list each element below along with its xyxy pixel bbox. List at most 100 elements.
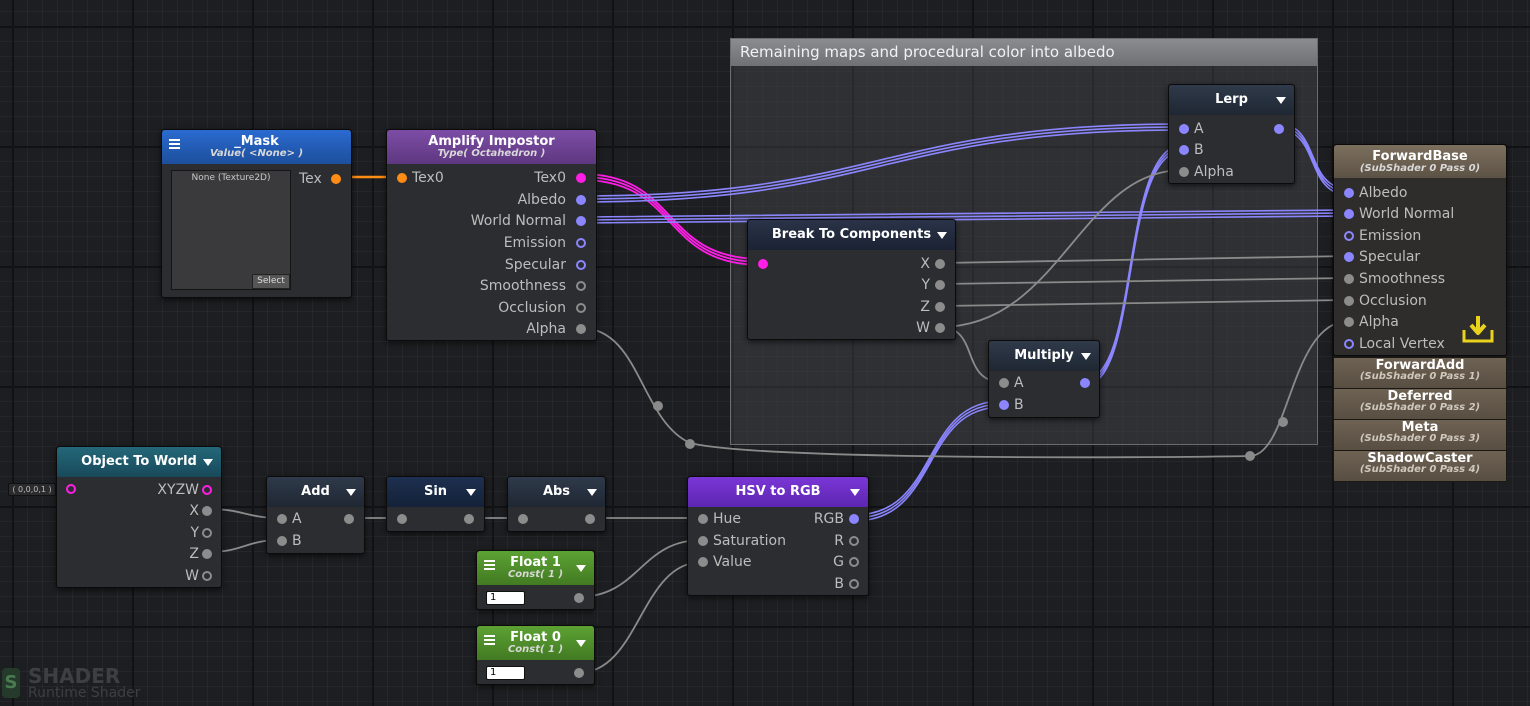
- float0-value-field[interactable]: 1: [486, 666, 525, 680]
- add-node[interactable]: Add A B: [266, 476, 365, 554]
- output-port-z[interactable]: Z: [189, 546, 199, 562]
- add-node-header[interactable]: Add: [267, 477, 364, 507]
- port-dot[interactable]: [935, 259, 945, 269]
- port-dot[interactable]: [576, 303, 586, 313]
- menu-icon[interactable]: [484, 635, 495, 647]
- output-port-r[interactable]: R: [834, 533, 844, 549]
- port-dot[interactable]: [202, 528, 212, 538]
- chevron-down-icon[interactable]: [937, 232, 947, 239]
- port-dot[interactable]: [849, 536, 859, 546]
- input-port-alpha[interactable]: Alpha: [1179, 164, 1234, 180]
- chevron-down-icon[interactable]: [576, 640, 586, 647]
- float0-node[interactable]: Float 0 Const( 1 ) 1: [476, 625, 595, 685]
- output-port-smoothness[interactable]: Smoothness: [480, 278, 566, 294]
- input-port-smoothness[interactable]: Smoothness: [1344, 271, 1445, 287]
- break-to-components-node[interactable]: Break To Components X Y Z W: [747, 219, 956, 340]
- input-port-dot[interactable]: [518, 514, 528, 524]
- port-dot[interactable]: [1344, 274, 1354, 284]
- port-dot[interactable]: [1344, 317, 1354, 327]
- forwardbase-master-node[interactable]: ForwardBase (SubShader 0 Pass 0) Albedo …: [1333, 144, 1507, 356]
- output-port-world-normal[interactable]: World Normal: [471, 213, 566, 229]
- port-dot[interactable]: [576, 216, 586, 226]
- output-port-occlusion[interactable]: Occlusion: [498, 300, 566, 316]
- hsv-node-header[interactable]: HSV to RGB: [688, 477, 868, 507]
- input-port-hue[interactable]: Hue: [698, 511, 741, 527]
- output-port-specular[interactable]: Specular: [505, 257, 566, 273]
- float1-value-field[interactable]: 1: [486, 591, 525, 605]
- port-dot[interactable]: [935, 323, 945, 333]
- input-port-emission[interactable]: Emission: [1344, 228, 1421, 244]
- port-dot[interactable]: [576, 173, 586, 183]
- output-port-dot[interactable]: [344, 514, 354, 524]
- port-dot[interactable]: [202, 571, 212, 581]
- port-dot[interactable]: [397, 173, 407, 183]
- chevron-down-icon[interactable]: [203, 459, 213, 466]
- input-port-local-vertex[interactable]: Local Vertex: [1344, 336, 1445, 352]
- pass-shadowcaster[interactable]: ShadowCaster (SubShader 0 Pass 4): [1333, 450, 1507, 482]
- port-dot[interactable]: [576, 238, 586, 248]
- port-dot[interactable]: [935, 280, 945, 290]
- abs-node[interactable]: Abs: [507, 476, 606, 532]
- input-port-b[interactable]: B: [999, 397, 1024, 413]
- port-dot[interactable]: [849, 557, 859, 567]
- output-port-y[interactable]: Y: [190, 525, 199, 541]
- amplify-impostor-node[interactable]: Amplify Impostor Type( Octahedron ) Tex0…: [386, 129, 597, 341]
- chevron-down-icon[interactable]: [850, 489, 860, 496]
- multiply-node[interactable]: Multiply A B: [988, 340, 1100, 418]
- chevron-down-icon[interactable]: [587, 489, 597, 496]
- input-port-a[interactable]: A: [1179, 121, 1204, 137]
- output-port-dot[interactable]: [1274, 124, 1284, 134]
- menu-icon[interactable]: [484, 560, 495, 572]
- mask-node[interactable]: _Mask Value( <None> ) None (Texture2D) S…: [161, 129, 352, 298]
- port-dot[interactable]: [1344, 339, 1354, 349]
- output-port-rgb[interactable]: RGB: [814, 511, 844, 527]
- group-title[interactable]: Remaining maps and procedural color into…: [731, 39, 1317, 66]
- port-dot[interactable]: [999, 400, 1009, 410]
- port-dot[interactable]: [202, 506, 212, 516]
- port-dot[interactable]: [277, 536, 287, 546]
- port-dot[interactable]: [999, 378, 1009, 388]
- float1-node-header[interactable]: Float 1 Const( 1 ): [477, 551, 594, 585]
- hsv-to-rgb-node[interactable]: HSV to RGB Hue Saturation Value RGB R G …: [687, 476, 869, 596]
- sin-node[interactable]: Sin: [386, 476, 485, 532]
- menu-icon[interactable]: [169, 139, 180, 151]
- port-dot[interactable]: [1344, 252, 1354, 262]
- port-dot[interactable]: [277, 514, 287, 524]
- output-port-dot[interactable]: [574, 593, 584, 603]
- output-port-dot[interactable]: [464, 514, 474, 524]
- impostor-node-header[interactable]: Amplify Impostor Type( Octahedron ): [387, 130, 596, 164]
- port-dot[interactable]: [1344, 188, 1354, 198]
- output-port-w[interactable]: W: [185, 568, 199, 584]
- download-icon[interactable]: [1461, 314, 1495, 344]
- output-port-z[interactable]: Z: [920, 299, 930, 315]
- input-port-world-normal[interactable]: World Normal: [1344, 206, 1454, 222]
- pass-forwardadd[interactable]: ForwardAdd (SubShader 0 Pass 1): [1333, 357, 1507, 389]
- sin-node-header[interactable]: Sin: [387, 477, 484, 507]
- input-port-b[interactable]: B: [1179, 142, 1204, 158]
- output-port-w[interactable]: W: [916, 320, 930, 336]
- port-dot[interactable]: [202, 549, 212, 559]
- output-port-b[interactable]: B: [834, 576, 844, 592]
- input-port-specular[interactable]: Specular: [1344, 249, 1420, 265]
- port-dot[interactable]: [1344, 296, 1354, 306]
- chevron-down-icon[interactable]: [1081, 353, 1091, 360]
- port-dot[interactable]: [698, 557, 708, 567]
- pass-meta[interactable]: Meta (SubShader 0 Pass 3): [1333, 419, 1507, 451]
- output-port-dot[interactable]: [1080, 378, 1090, 388]
- input-port-saturation[interactable]: Saturation: [698, 533, 786, 549]
- port-dot[interactable]: [1179, 145, 1189, 155]
- input-port-a[interactable]: A: [999, 375, 1024, 391]
- port-dot[interactable]: [698, 536, 708, 546]
- output-port-x[interactable]: X: [189, 503, 199, 519]
- float0-node-header[interactable]: Float 0 Const( 1 ): [477, 626, 594, 660]
- port-dot[interactable]: [331, 174, 341, 184]
- output-port-xyzw[interactable]: XYZW: [157, 482, 199, 498]
- object-to-world-header[interactable]: Object To World: [57, 447, 221, 477]
- pass-deferred[interactable]: Deferred (SubShader 0 Pass 2): [1333, 388, 1507, 420]
- port-dot[interactable]: [849, 514, 859, 524]
- chevron-down-icon[interactable]: [346, 489, 356, 496]
- mask-node-header[interactable]: _Mask Value( <None> ): [162, 130, 351, 164]
- port-dot[interactable]: [576, 281, 586, 291]
- input-port-dot[interactable]: [397, 514, 407, 524]
- break-node-header[interactable]: Break To Components: [748, 220, 955, 250]
